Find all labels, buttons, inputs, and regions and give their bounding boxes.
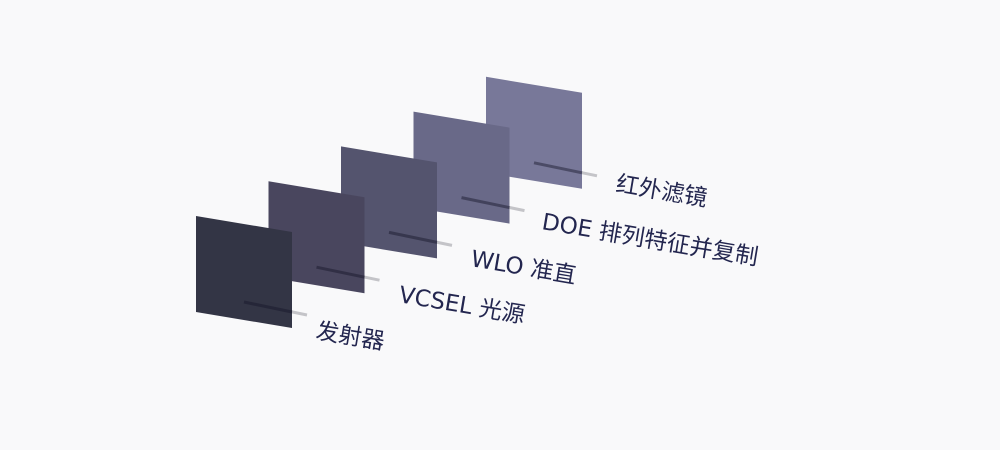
layer-label: VCSEL 光源: [397, 282, 527, 329]
layer-plate: [268, 181, 365, 294]
leader-line-inner: [243, 300, 293, 314]
leader-line-inner: [388, 230, 438, 244]
layer-plate: [341, 146, 437, 259]
leader-line-inner: [316, 265, 365, 279]
layer-label: 红外滤镜: [614, 171, 709, 212]
layer-4: 红外滤镜: [486, 76, 709, 212]
leader-line-inner: [461, 196, 510, 210]
layer-label: 发射器: [314, 318, 386, 355]
layer-2: WLO 准直: [341, 146, 578, 289]
leader-line-inner: [533, 161, 583, 175]
layer-plate: [486, 76, 582, 189]
layer-plate: [413, 111, 510, 224]
layer-plate: [196, 216, 292, 328]
layer-label: DOE 排列特征并复制: [540, 209, 760, 271]
layer-label: WLO 准直: [469, 246, 578, 289]
